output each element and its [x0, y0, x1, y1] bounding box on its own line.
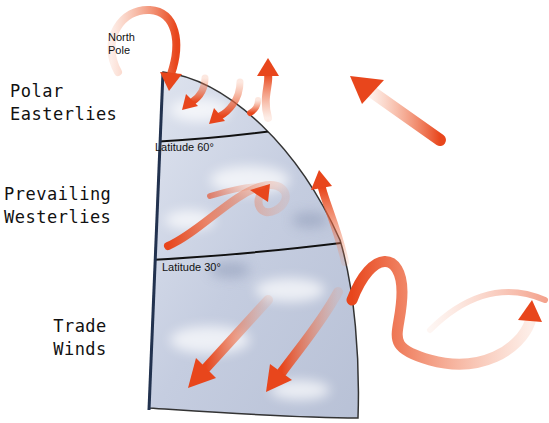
pole-label: North Pole [108, 31, 148, 57]
wind-belt-label: Prevailing Westerlies [4, 183, 134, 229]
latitude-lines [150, 118, 380, 260]
latitude-label: Latitude 60° [155, 141, 245, 154]
wind-belt-label: Polar Easterlies [10, 80, 130, 126]
wind-belt-label: Trade Winds [40, 315, 120, 361]
latitude-label: Latitude 30° [162, 261, 252, 274]
wedge-edge [149, 72, 163, 410]
wind-arrows [111, 10, 545, 392]
